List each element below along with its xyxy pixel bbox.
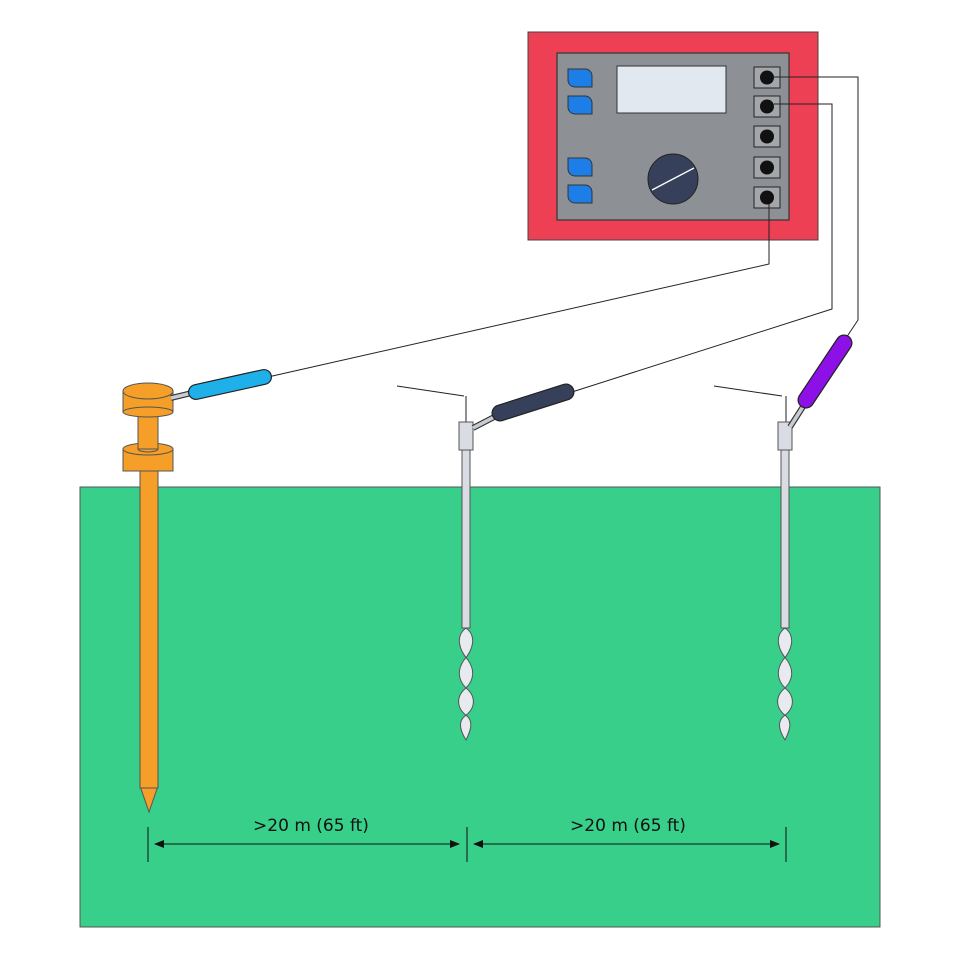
ground-rod-icon: [122, 382, 174, 814]
dimension-label-1: >20 m (65 ft): [253, 816, 369, 836]
rotary-selector-knob-icon: [647, 153, 699, 205]
lead-wires: [267, 76, 859, 422]
meter-button-1: [567, 68, 593, 88]
ground-area: [79, 486, 881, 928]
dimension-label-2: >20 m (65 ft): [570, 816, 686, 836]
lead-wire-terminal-5: [267, 204, 770, 378]
meter-terminal-4: [753, 156, 781, 179]
meter-button-3: [567, 157, 593, 177]
auger-probe-icon-2: [777, 421, 793, 742]
test-lead-clip-ground-rod: [170, 369, 272, 401]
probe-2-tag-line: [713, 385, 783, 397]
ground-resistance-tester-icon: [527, 31, 819, 241]
meter-terminal-5: [753, 186, 781, 209]
dimension-markers: [147, 827, 787, 862]
test-lead-clip-probe-1: [471, 383, 575, 431]
meter-display: [616, 65, 727, 114]
test-lead-clip-probe-2: [787, 334, 853, 429]
probe-1-tag-line: [396, 385, 465, 397]
meter-button-4: [567, 184, 593, 204]
ground-rod-shaft: [139, 461, 159, 789]
lead-wire-terminal-2: [571, 103, 833, 393]
meter-terminal-3: [753, 125, 781, 148]
meter-terminal-2: [753, 95, 781, 118]
auger-probe-icon-1: [458, 421, 474, 742]
meter-button-2: [567, 95, 593, 115]
lead-wire-terminal-1: [774, 76, 859, 339]
